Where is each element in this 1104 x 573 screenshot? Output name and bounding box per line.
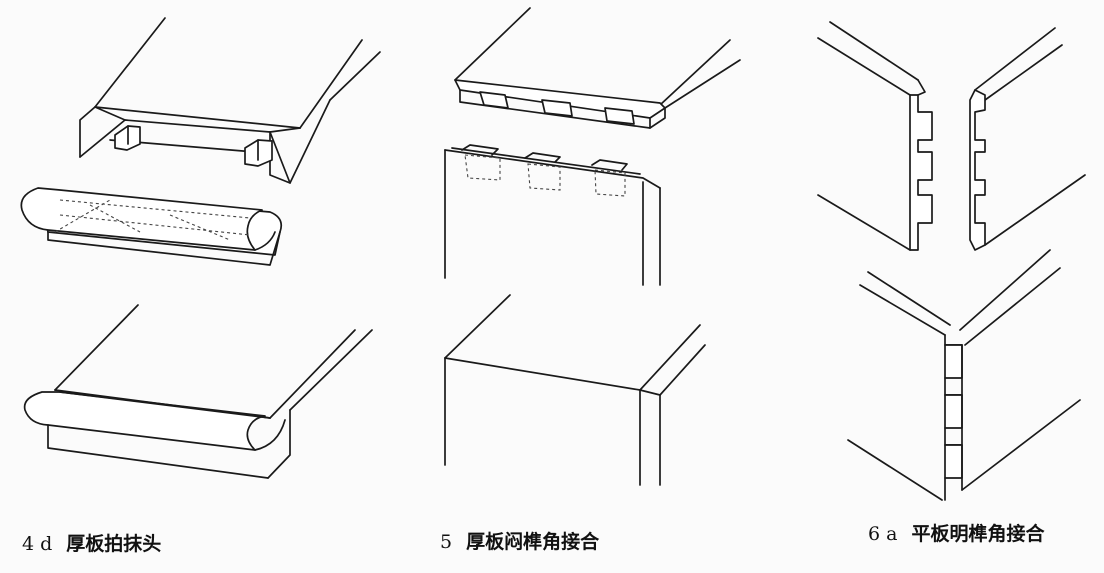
assembled-end-strip (23, 304, 373, 479)
board-with-blind-tenons (454, 7, 741, 129)
assembled-blind-joint (444, 294, 706, 486)
figure-title-4d: 厚板拍抹头 (66, 533, 162, 555)
board-with-mortises (444, 144, 661, 286)
figure-title-6a: 平板明榫角接合 (911, 523, 1045, 545)
figure-number-5: 5 (440, 531, 453, 553)
finger-joint-boards-separated (817, 21, 1086, 251)
figure-title-5: 厚板闷榫角接合 (466, 531, 600, 553)
figure-caption-4d: 4 d 厚板拍抹头 (22, 535, 161, 554)
end-strip-nosing (20, 187, 283, 266)
figure-caption-5: 5 厚板闷榫角接合 (440, 533, 599, 552)
figure-number-6a: 6 a (868, 523, 898, 545)
finger-joint-assembled (847, 249, 1081, 501)
figure-caption-6a: 6 a 平板明榫角接合 (868, 525, 1044, 544)
thick-board-tenon-view (79, 17, 381, 184)
figure-number-4d: 4 d (22, 533, 53, 555)
